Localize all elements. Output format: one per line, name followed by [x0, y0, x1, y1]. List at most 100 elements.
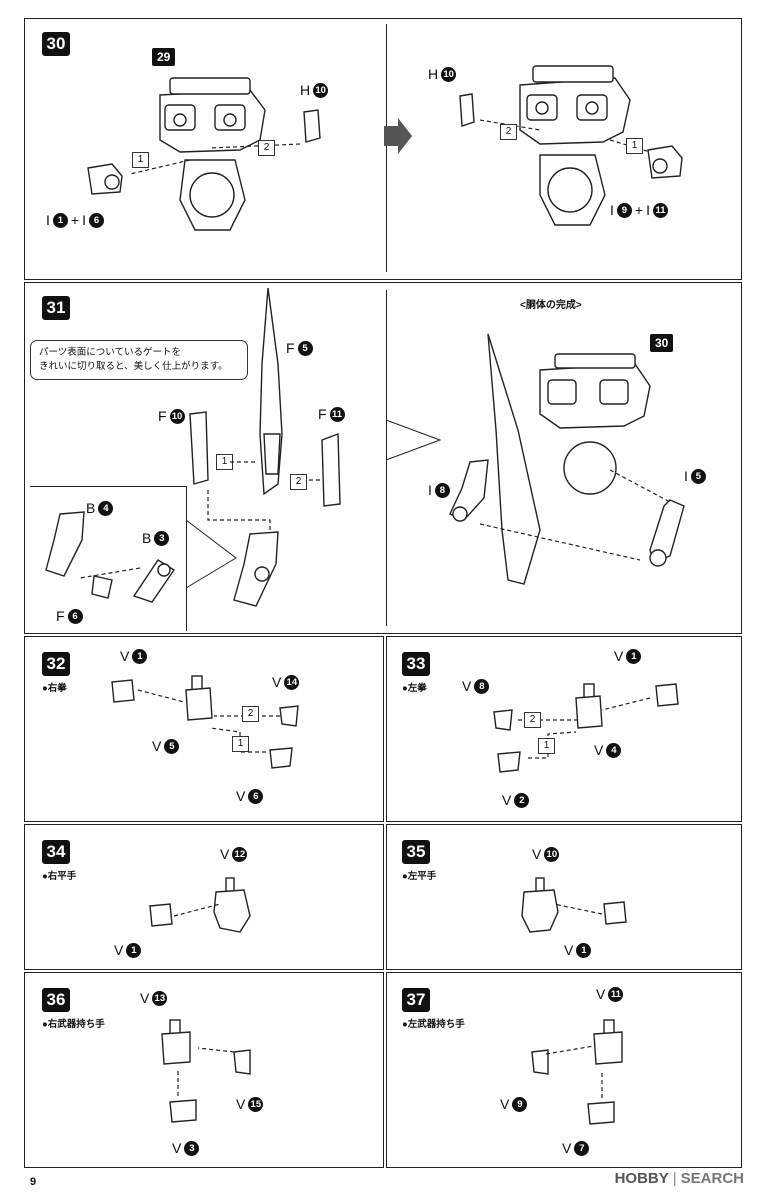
- brand-separator: |: [672, 1170, 677, 1187]
- step-36-panel: [24, 972, 384, 1168]
- weapon-hand-drawing: [161, 1019, 191, 1065]
- part-h10-right-drawing: [459, 93, 475, 127]
- step-number: 35: [402, 840, 430, 864]
- part-v6-drawing: [269, 747, 293, 769]
- part-v7-drawing: [587, 1101, 615, 1125]
- step-number: 37: [402, 988, 430, 1012]
- inset-box: [30, 486, 187, 631]
- order-box: 2: [258, 140, 275, 156]
- part-v15-drawing: [233, 1049, 251, 1075]
- blade-f5-drawing: [259, 287, 283, 496]
- order-box: 2: [524, 712, 541, 728]
- part-f11-drawing: [321, 433, 341, 507]
- fist-body-drawing: [575, 683, 603, 729]
- callout-lines: [385, 419, 442, 461]
- part-f6-drawing: [91, 575, 113, 599]
- step-37-panel: [386, 972, 742, 1168]
- step-subtitle: ●左武器持ち手: [402, 1019, 465, 1030]
- step-subtitle: ●右平手: [42, 871, 77, 882]
- fist-body-drawing: [185, 675, 213, 721]
- part-v1-drawing: [603, 901, 627, 925]
- part-v1-drawing: [111, 679, 135, 703]
- step-35-panel: [386, 824, 742, 970]
- step-31-divider: [386, 290, 387, 626]
- part-v3-drawing: [169, 1099, 197, 1123]
- step-number: 33: [402, 652, 430, 676]
- order-box: 1: [626, 138, 643, 154]
- assembly-arrows-31-right: [479, 469, 671, 561]
- part-v8-drawing: [493, 709, 513, 731]
- torso-assembly-right-drawing: [519, 65, 631, 226]
- step-30-divider: [386, 24, 387, 272]
- order-box: 2: [290, 474, 307, 490]
- assembly-arrows-32: [137, 689, 280, 753]
- part-i1-drawing: [87, 163, 123, 195]
- step-33-panel: [386, 636, 742, 822]
- order-box: 1: [538, 738, 555, 754]
- part-v14-drawing: [279, 705, 299, 727]
- step-32-panel: [24, 636, 384, 822]
- open-hand-drawing: [213, 877, 251, 933]
- step-subtitle: ●右拳: [42, 683, 67, 694]
- order-box: 2: [500, 124, 517, 140]
- torso-assembly-drawing: [159, 77, 266, 231]
- step-number: 30: [42, 32, 70, 56]
- part-assembled-drawing: [233, 531, 279, 607]
- order-box: 1: [232, 736, 249, 752]
- step-30-panel: [24, 18, 742, 280]
- callout-lines: [185, 519, 237, 589]
- assembly-arrows-35: [553, 903, 603, 915]
- gate-cutting-note: パーツ表面についているゲートを きれいに切り取ると、美しく仕上がります。: [30, 340, 248, 380]
- ref-tag: 30: [650, 334, 674, 352]
- assembly-arrows-36: [177, 1047, 235, 1096]
- assembly-arrows-31-left: [207, 461, 320, 540]
- step-subtitle: ●左平手: [402, 871, 437, 882]
- assembly-arrows-31-inset: [79, 567, 141, 579]
- hobby-search-watermark: HOBBY | SEARCH: [615, 1170, 744, 1187]
- assembly-arrows-34: [173, 903, 221, 917]
- weapon-hand-drawing: [593, 1019, 623, 1065]
- step-number: 36: [42, 988, 70, 1012]
- brand-part: HOBBY: [614, 1170, 669, 1187]
- part-i5-drawing: [649, 499, 685, 567]
- assembly-arrows-37: [545, 1045, 603, 1098]
- step-number: 34: [42, 840, 70, 864]
- part-v1-drawing: [655, 683, 679, 707]
- step-number: 31: [42, 296, 70, 320]
- long-blade-drawing: [487, 333, 541, 585]
- assembly-arrows-33: [518, 697, 651, 759]
- order-box: 1: [216, 454, 233, 470]
- next-arrow-icon: [384, 118, 412, 154]
- page-number: 9: [30, 1176, 37, 1188]
- open-hand-drawing: [521, 877, 559, 933]
- part-v1-drawing: [149, 903, 173, 927]
- assembly-arrows-30-left: [129, 143, 301, 175]
- order-box: 1: [132, 152, 149, 168]
- order-box: 2: [242, 706, 259, 722]
- part-number: 10: [313, 82, 329, 98]
